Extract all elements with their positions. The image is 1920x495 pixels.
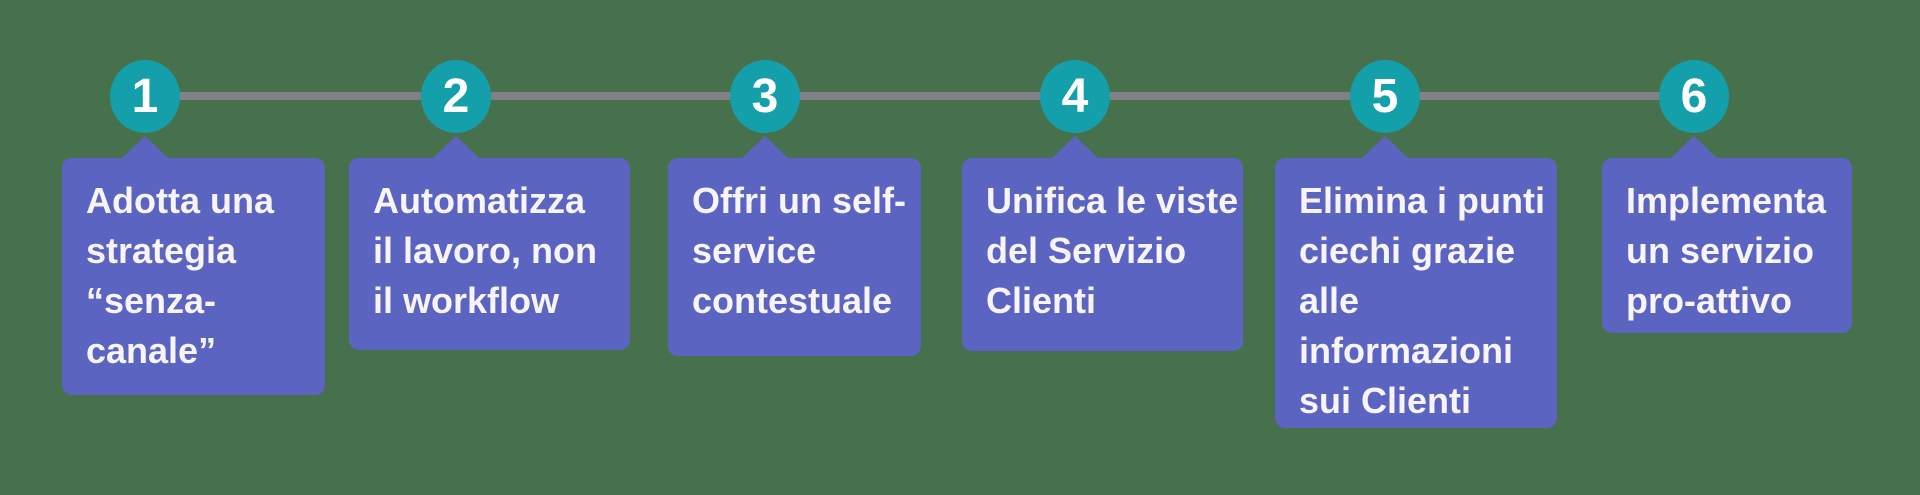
- step-label: Elimina i punti ciechi grazie alle infor…: [1299, 180, 1546, 421]
- callout-pointer-icon: [433, 136, 479, 158]
- callout-pointer-icon: [1671, 136, 1717, 158]
- timeline-connector: [145, 92, 1694, 100]
- step-callout: Elimina i punti ciechi grazie alle infor…: [1275, 158, 1557, 428]
- step-label: Unifica le viste del Servizio Clienti: [986, 180, 1239, 321]
- callout-pointer-icon: [1362, 136, 1408, 158]
- callout-pointer-icon: [1052, 136, 1098, 158]
- callout-pointer-icon: [742, 136, 788, 158]
- step-label: Adotta una strategia “senza- canale”: [86, 180, 274, 371]
- step-label: Implementa un servizio pro-attivo: [1626, 180, 1827, 321]
- step-label: Automatizza il lavoro, non il workflow: [373, 180, 598, 321]
- step-callout: Implementa un servizio pro-attivo: [1602, 158, 1852, 333]
- callout-pointer-icon: [122, 136, 168, 158]
- step-callout: Adotta una strategia “senza- canale”: [62, 158, 325, 395]
- step-label: Offri un self- service contestuale: [692, 180, 906, 321]
- step-callout: Unifica le viste del Servizio Clienti: [962, 158, 1243, 351]
- step-callout: Offri un self- service contestuale: [668, 158, 921, 356]
- step-callout: Automatizza il lavoro, non il workflow: [349, 158, 630, 350]
